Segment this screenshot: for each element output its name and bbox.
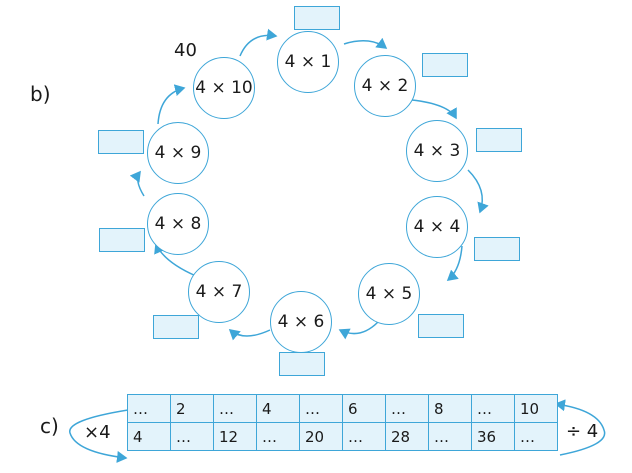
table-cell[interactable]: … (428, 422, 472, 451)
arrow-left-loop (69, 409, 129, 463)
circle-4x10: 4 × 10 (193, 57, 255, 119)
answer-box-4x1[interactable] (294, 6, 340, 30)
circle-4x3: 4 × 3 (406, 120, 468, 182)
table-cell: 20 (299, 422, 343, 451)
table-cell: 12 (213, 422, 257, 451)
table-cell: 10 (514, 394, 558, 423)
answer-box-4x5[interactable] (418, 314, 464, 338)
given-answer-40: 40 (174, 40, 197, 61)
table-cell: 6 (342, 394, 386, 423)
circle-4x2: 4 × 2 (354, 55, 416, 117)
arrow-4-5 (446, 245, 463, 281)
arrow-1-2 (343, 37, 388, 49)
table-cell[interactable]: … (385, 394, 429, 423)
arrow-8-9 (129, 170, 145, 197)
multiplication-table: … 2 … 4 … 6 … 8 … 10 4 … 12 … 20 … 28 … … (127, 394, 558, 451)
circle-4x6: 4 × 6 (270, 291, 332, 353)
table-cell[interactable]: … (342, 422, 386, 451)
circle-4x1: 4 × 1 (277, 31, 339, 93)
part-b-label: b) (30, 82, 51, 106)
table-cell: 2 (170, 394, 214, 423)
multiply-by-4-label: ×4 (84, 422, 111, 443)
answer-box-4x8[interactable] (99, 228, 145, 252)
answer-box-4x9[interactable] (98, 130, 144, 154)
circle-4x9: 4 × 9 (147, 122, 209, 184)
circle-4x4: 4 × 4 (406, 196, 468, 258)
arrow-right-loop (554, 399, 606, 456)
circle-4x7: 4 × 7 (188, 261, 250, 323)
arrow-5-6 (338, 321, 379, 340)
arrow-6-7 (228, 329, 271, 341)
arrow-10-1 (239, 28, 278, 57)
circle-4x8: 4 × 8 (147, 193, 209, 255)
answer-box-4x4[interactable] (474, 237, 520, 261)
divide-by-4-label: ÷ 4 (566, 421, 599, 442)
part-c-label: c) (40, 414, 59, 438)
table-cell[interactable]: … (170, 422, 214, 451)
answer-box-4x3[interactable] (476, 128, 522, 152)
table-cell[interactable]: … (514, 422, 558, 451)
table-cell[interactable]: … (299, 394, 343, 423)
table-cell: 36 (471, 422, 515, 451)
arrow-2-3 (411, 99, 457, 120)
table-cell[interactable]: … (471, 394, 515, 423)
table-cell[interactable]: … (256, 422, 300, 451)
circle-4x5: 4 × 5 (358, 263, 420, 325)
table-cell: 28 (385, 422, 429, 451)
table-cell[interactable]: … (213, 394, 257, 423)
answer-box-4x7[interactable] (153, 315, 199, 339)
arrow-9-10 (157, 84, 186, 125)
table-row-bottom: 4 … 12 … 20 … 28 … 36 … (127, 422, 558, 451)
table-cell: 4 (127, 422, 171, 451)
table-cell: 4 (256, 394, 300, 423)
answer-box-4x2[interactable] (422, 53, 468, 77)
answer-box-4x6[interactable] (279, 352, 325, 376)
table-cell: 8 (428, 394, 472, 423)
table-cell[interactable]: … (127, 394, 171, 423)
arrow-3-4 (467, 169, 489, 214)
table-row-top: … 2 … 4 … 6 … 8 … 10 (127, 394, 558, 423)
